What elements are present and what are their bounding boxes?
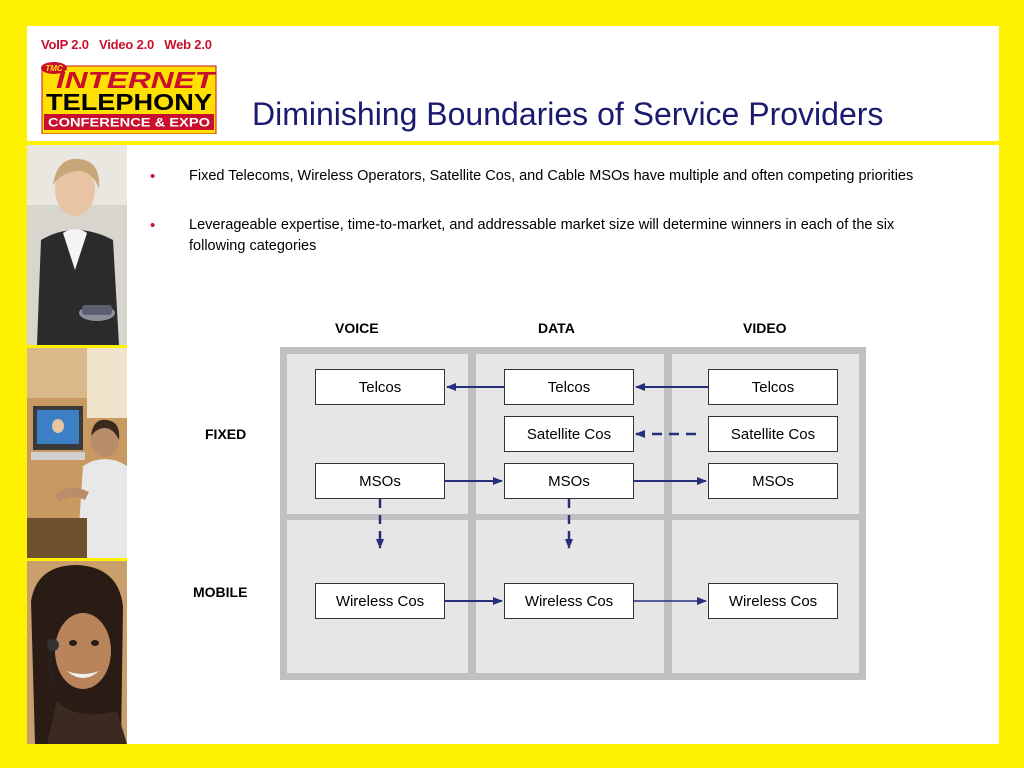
voice-msos-box: MSOs	[315, 463, 445, 499]
bullet-marker: •	[150, 217, 156, 234]
column-header-data: DATA	[538, 320, 575, 336]
column-header-video: VIDEO	[743, 320, 787, 336]
tagline: VoIP 2.0 Video 2.0 Web 2.0	[41, 37, 212, 52]
data-telcos-box: Telcos	[504, 369, 634, 405]
svg-text:TELEPHONY: TELEPHONY	[46, 89, 212, 115]
data-wireless-box: Wireless Cos	[504, 583, 634, 619]
page-title: Diminishing Boundaries of Service Provid…	[252, 96, 884, 132]
svg-text:CONFERENCE & EXPO: CONFERENCE & EXPO	[48, 116, 210, 130]
voice-telcos-box: Telcos	[315, 369, 445, 405]
row-header-fixed: FIXED	[205, 426, 247, 442]
bullet-item: • Leverageable expertise, time-to-market…	[150, 215, 950, 257]
header-divider	[27, 141, 999, 145]
video-msos-box: MSOs	[708, 463, 838, 499]
bullet-text: Fixed Telecoms, Wireless Operators, Sate…	[189, 168, 914, 184]
internet-telephony-logo: TMC INTERNET TELEPHONY CONFERENCE & EXPO	[40, 62, 218, 135]
bullet-marker: •	[150, 168, 156, 185]
bullet-text: Leverageable expertise, time-to-market, …	[189, 217, 895, 254]
businesswoman-photo	[27, 145, 127, 345]
video-satellite-box: Satellite Cos	[708, 416, 838, 452]
row-header-mobile: MOBILE	[193, 584, 248, 600]
bullet-item: • Fixed Telecoms, Wireless Operators, Sa…	[150, 166, 950, 187]
office-worker-photo	[27, 348, 127, 558]
svg-text:TMC: TMC	[45, 64, 63, 73]
voice-wireless-box: Wireless Cos	[315, 583, 445, 619]
headset-agent-photo	[27, 561, 127, 744]
bullet-list: • Fixed Telecoms, Wireless Operators, Sa…	[150, 166, 950, 285]
svg-text:INTERNET: INTERNET	[56, 67, 217, 93]
video-wireless-box: Wireless Cos	[708, 583, 838, 619]
video-telcos-box: Telcos	[708, 369, 838, 405]
data-msos-box: MSOs	[504, 463, 634, 499]
data-satellite-box: Satellite Cos	[504, 416, 634, 452]
column-header-voice: VOICE	[335, 320, 379, 336]
